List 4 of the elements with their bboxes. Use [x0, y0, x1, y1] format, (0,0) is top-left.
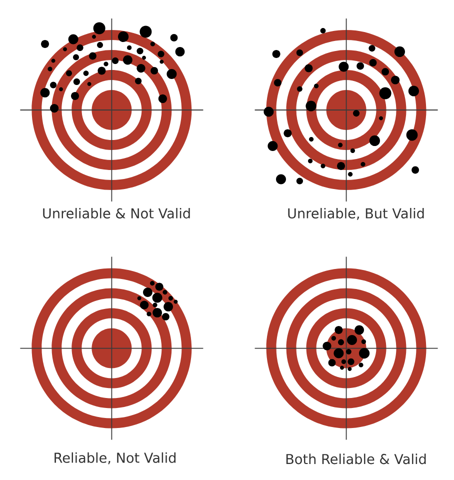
caption: Reliable, Not Valid [54, 452, 176, 464]
caption: Unreliable & Not Valid [43, 208, 190, 218]
caption: Unreliable, But Valid [288, 208, 424, 220]
caption: Both Reliable & Valid [286, 454, 426, 464]
